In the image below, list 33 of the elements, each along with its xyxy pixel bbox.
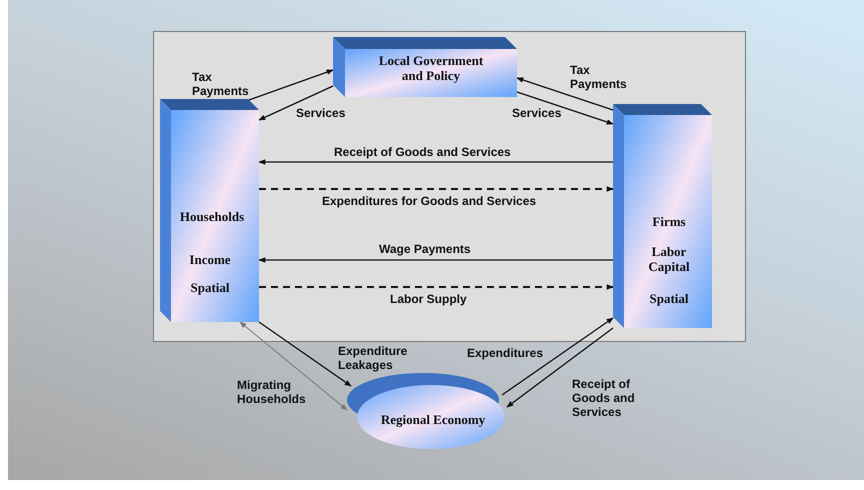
block-node — [160, 99, 259, 322]
arrow — [506, 327, 614, 408]
node-label: Households — [180, 209, 244, 224]
edge-label: Services — [512, 106, 562, 120]
arrow — [239, 322, 348, 410]
arrow — [259, 284, 614, 290]
edge-label: Expenditures for Goods and Services — [322, 194, 536, 208]
edge-label: Receipt of Goods and Services — [334, 145, 511, 159]
edge-label: Wage Payments — [379, 242, 471, 256]
edge-label: Expenditures — [467, 346, 544, 360]
node-label: Income — [189, 252, 231, 267]
block-node — [613, 104, 712, 328]
arrow — [502, 317, 614, 396]
edge-label: Migrating Households — [237, 378, 307, 406]
node-label: Spatial — [650, 291, 688, 306]
node-label: Firms — [652, 214, 686, 229]
arrow — [516, 77, 614, 111]
block-node — [333, 37, 517, 97]
edge-label: Services — [296, 106, 346, 120]
arrow — [258, 159, 613, 165]
arrow — [258, 257, 613, 263]
edge-label: Receipt of Goods and Services — [572, 377, 636, 419]
edge-label: Expenditure Leakages — [338, 344, 408, 372]
edge-label: Labor Supply — [390, 292, 467, 306]
edge-label: Tax Payments — [570, 63, 628, 91]
node-label: Labor Capital — [647, 244, 691, 274]
arrow — [516, 91, 614, 125]
edge-label: Tax Payments — [192, 70, 250, 98]
arrow — [258, 321, 352, 387]
node-label: Local Government and Policy — [378, 53, 484, 83]
arrow — [258, 85, 334, 121]
node-label: Spatial — [190, 280, 230, 295]
arrow — [259, 186, 614, 192]
